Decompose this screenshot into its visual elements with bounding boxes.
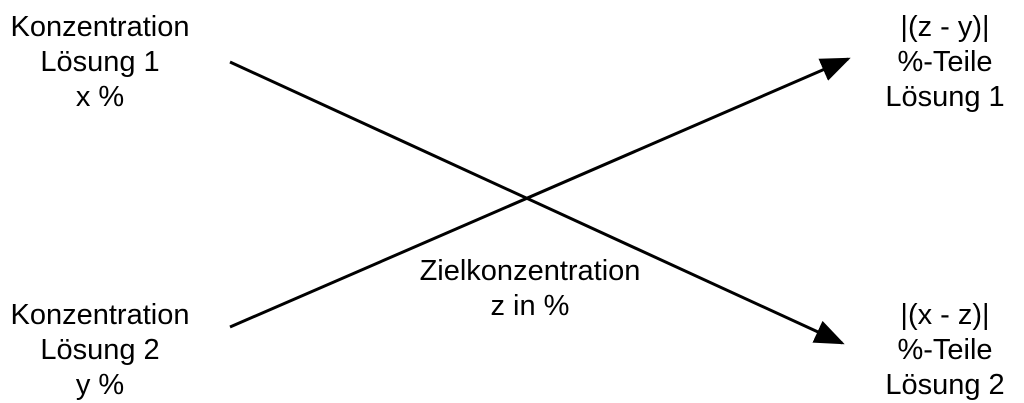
source-top-line3: x % — [75, 81, 125, 113]
source-top-line2: Lösung 1 — [40, 46, 160, 78]
arrow-solution1-to-result2 — [229, 60, 845, 345]
result-bottom-line1: |(x - z)| — [900, 299, 990, 331]
result-top-line2: %-Teile — [897, 46, 993, 78]
parts-solution-1-label: |(z - y)| %-Teile Lösung 1 — [866, 10, 1024, 115]
target-concentration-label: Zielkonzentration z in % — [390, 254, 670, 324]
parts-solution-2-label: |(x - z)| %-Teile Lösung 2 — [866, 298, 1024, 403]
result-bottom-line2: %-Teile — [897, 334, 993, 366]
source-bottom-line1: Konzentration — [10, 299, 190, 331]
concentration-solution-2-label: Konzentration Lösung 2 y % — [0, 298, 200, 403]
source-bottom-line2: Lösung 2 — [40, 334, 160, 366]
target-line1: Zielkonzentration — [419, 255, 641, 287]
result-top-line3: Lösung 1 — [885, 81, 1005, 113]
concentration-solution-1-label: Konzentration Lösung 1 x % — [0, 10, 200, 115]
source-bottom-line3: y % — [75, 369, 125, 401]
result-bottom-line3: Lösung 2 — [885, 369, 1005, 401]
source-top-line1: Konzentration — [10, 11, 190, 43]
arrow-solution2-to-result1 — [229, 57, 851, 329]
target-line2: z in % — [490, 290, 570, 322]
result-top-line1: |(z - y)| — [900, 11, 990, 43]
